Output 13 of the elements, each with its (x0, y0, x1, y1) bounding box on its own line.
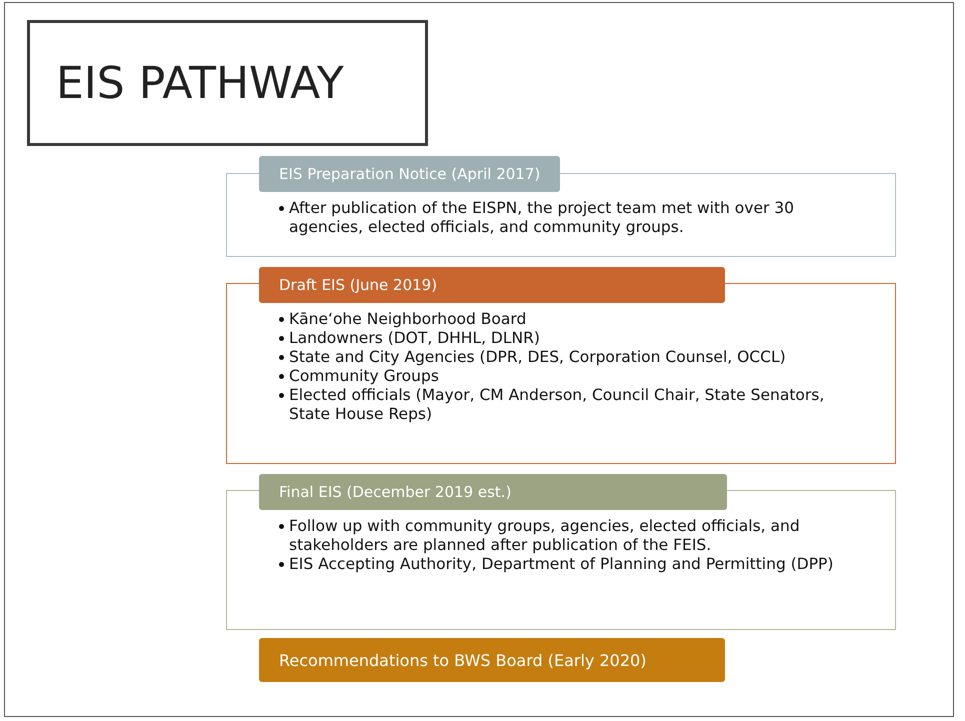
stage-header: Recommendations to BWS Board (Early 2020) (259, 638, 725, 682)
bullet-item: Follow up with community groups, agencies, elected officials, and stakeholders are planned after publication of the FEIS. (289, 517, 801, 555)
bullet-item: EIS Accepting Authority, Department of Planning and Permitting (DPP) (289, 555, 834, 574)
bullet-item: Community Groups (289, 367, 439, 386)
stage-header: EIS Preparation Notice (April 2017) (259, 156, 560, 192)
slide-title: EIS PATHWAY (27, 20, 428, 146)
bullet-item: Landowners (DOT, DHHL, DLNR) (289, 329, 540, 348)
stage-header: Final EIS (December 2019 est.) (259, 474, 727, 510)
bullet-item: After publication of the EISPN, the project team met with over 30 agencies, elected officials, and community groups. (289, 199, 796, 237)
stage-header: Draft EIS (June 2019) (259, 267, 725, 303)
bullet-item: Kāne‘ohe Neighborhood Board (289, 310, 526, 329)
bullet-item: Elected officials (Mayor, CM Anderson, Council Chair, State Senators, State House Reps) (289, 386, 826, 424)
bullet-item: State and City Agencies (DPR, DES, Corporation Counsel, OCCL) (289, 348, 786, 367)
